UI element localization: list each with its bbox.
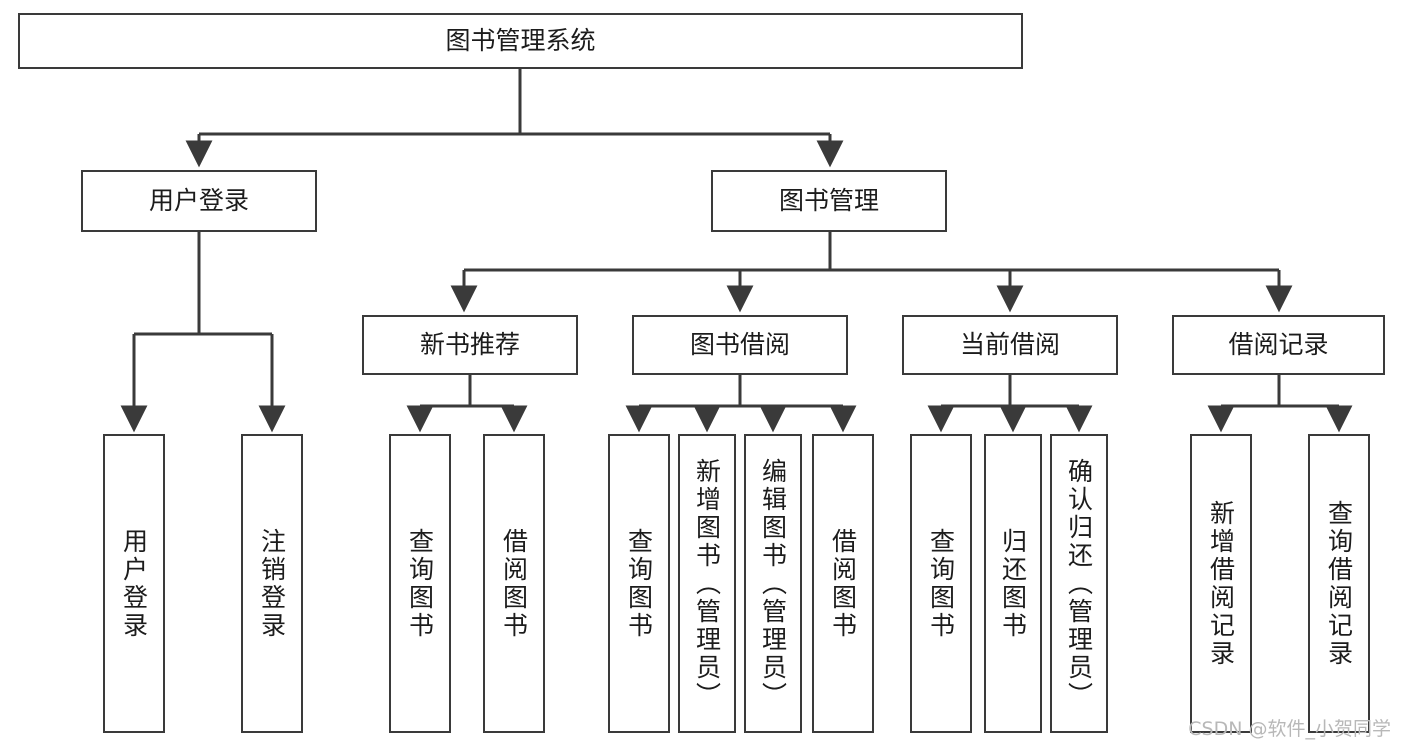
node-current-borrow[interactable]: 当前借阅	[902, 315, 1118, 375]
node-leaf-query-book-1[interactable]: 查询图书	[389, 434, 451, 733]
csdn-watermark: CSDN @软件_小贺同学	[1188, 718, 1391, 740]
node-leaf-user-logout[interactable]: 注销登录	[241, 434, 303, 733]
node-current-borrow-label: 当前借阅	[959, 330, 1060, 359]
node-leaf-query-book-1-label: 查询图书	[405, 527, 435, 640]
node-borrow-record-label: 借阅记录	[1228, 330, 1329, 359]
node-book-manage-label: 图书管理	[778, 186, 879, 215]
node-leaf-borrow-book-1-label: 借阅图书	[499, 527, 529, 640]
node-leaf-add-book[interactable]: 新增图书（管理员）	[678, 434, 736, 733]
node-book-borrow[interactable]: 图书借阅	[632, 315, 848, 375]
node-leaf-query-record[interactable]: 查询借阅记录	[1308, 434, 1370, 733]
node-leaf-return-book-label: 归还图书	[998, 527, 1028, 640]
node-leaf-edit-book[interactable]: 编辑图书（管理员）	[744, 434, 802, 733]
node-leaf-confirm-return-label: 确认归还（管理员）	[1064, 457, 1094, 710]
node-leaf-user-logout-label: 注销登录	[257, 527, 287, 640]
node-leaf-add-book-label: 新增图书（管理员）	[692, 457, 722, 710]
node-leaf-edit-book-label: 编辑图书（管理员）	[758, 457, 788, 710]
node-leaf-query-book-3-label: 查询图书	[926, 527, 956, 640]
node-leaf-user-login-label: 用户登录	[119, 527, 149, 640]
node-leaf-query-book-2-label: 查询图书	[624, 527, 654, 640]
node-new-book-recommend[interactable]: 新书推荐	[362, 315, 578, 375]
node-borrow-record[interactable]: 借阅记录	[1172, 315, 1385, 375]
node-root[interactable]: 图书管理系统	[18, 13, 1023, 69]
node-book-manage[interactable]: 图书管理	[711, 170, 947, 232]
node-leaf-add-record[interactable]: 新增借阅记录	[1190, 434, 1252, 733]
node-user-login-label: 用户登录	[148, 186, 249, 215]
node-leaf-query-record-label: 查询借阅记录	[1324, 499, 1354, 668]
node-leaf-query-book-2[interactable]: 查询图书	[608, 434, 670, 733]
node-leaf-borrow-book-1[interactable]: 借阅图书	[483, 434, 545, 733]
node-leaf-add-record-label: 新增借阅记录	[1206, 499, 1236, 668]
node-root-label: 图书管理系统	[445, 26, 596, 55]
node-leaf-borrow-book-2[interactable]: 借阅图书	[812, 434, 874, 733]
node-leaf-user-login[interactable]: 用户登录	[103, 434, 165, 733]
node-leaf-query-book-3[interactable]: 查询图书	[910, 434, 972, 733]
node-leaf-return-book[interactable]: 归还图书	[984, 434, 1042, 733]
node-leaf-borrow-book-2-label: 借阅图书	[828, 527, 858, 640]
node-book-borrow-label: 图书借阅	[689, 330, 790, 359]
node-new-book-recommend-label: 新书推荐	[419, 330, 520, 359]
node-leaf-confirm-return[interactable]: 确认归还（管理员）	[1050, 434, 1108, 733]
node-user-login[interactable]: 用户登录	[81, 170, 317, 232]
